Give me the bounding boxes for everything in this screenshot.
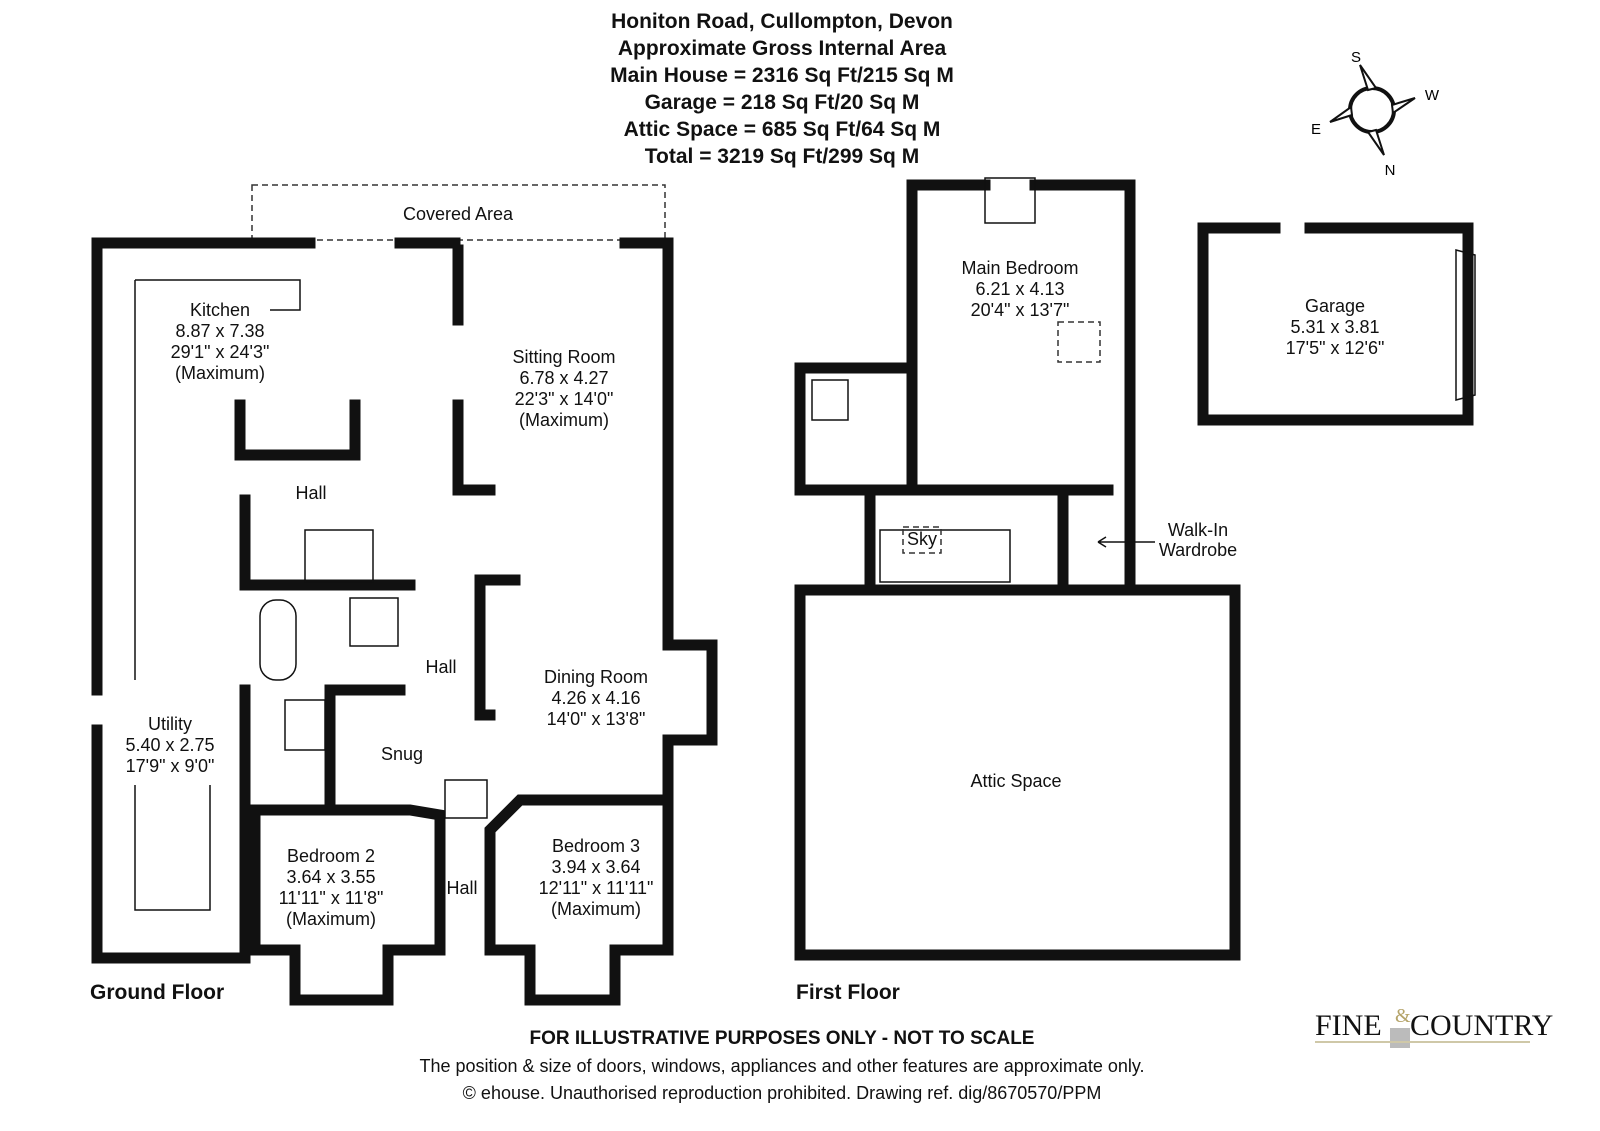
dining-room-metric: 4.26 x 4.16 — [551, 688, 640, 708]
utility-metric: 5.40 x 2.75 — [125, 735, 214, 755]
garage-labels: Garage 5.31 x 3.81 17'5" x 12'6" — [1286, 296, 1385, 358]
garage-walls — [1197, 222, 1476, 426]
compass-e: E — [1311, 121, 1321, 138]
walk-in-label: Walk-In — [1168, 520, 1228, 540]
first-floor-labels: Main Bedroom 6.21 x 4.13 20'4" x 13'7" S… — [796, 258, 1237, 1004]
main-bedroom-name: Main Bedroom — [961, 258, 1078, 278]
kitchen-metric: 8.87 x 7.38 — [175, 321, 264, 341]
column-icon — [1390, 1028, 1410, 1048]
bedroom-2-imperial: 11'11" x 11'8" — [279, 888, 384, 908]
kitchen-imperial: 29'1" x 24'3" — [171, 342, 270, 362]
utility-name: Utility — [148, 714, 192, 734]
first-floor-label: First Floor — [796, 981, 900, 1004]
garage-metric: 5.31 x 3.81 — [1290, 317, 1379, 337]
utility-imperial: 17'9" x 9'0" — [126, 756, 215, 776]
ground-floor-walls — [91, 184, 718, 1006]
ground-floor-label: Ground Floor — [90, 981, 224, 1004]
main-bedroom-imperial: 20'4" x 13'7" — [971, 300, 1070, 320]
hall-label: Hall — [295, 483, 326, 503]
arrow-icon — [1097, 536, 1155, 548]
hall-label: Hall — [425, 657, 456, 677]
bedroom-3-imperial: 12'11" x 11'11" — [539, 878, 654, 898]
sitting-room-name: Sitting Room — [512, 347, 615, 367]
copyright-note: © ehouse. Unauthorised reproduction proh… — [463, 1083, 1102, 1103]
bedroom-2-note: (Maximum) — [286, 909, 376, 929]
address-title: Honiton Road, Cullompton, Devon — [611, 10, 953, 33]
sitting-room-metric: 6.78 x 4.27 — [519, 368, 608, 388]
main-bedroom-metric: 6.21 x 4.13 — [975, 279, 1064, 299]
garage-imperial: 17'5" x 12'6" — [1286, 338, 1385, 358]
kitchen-name: Kitchen — [190, 300, 250, 320]
plan-header: Honiton Road, Cullompton, Devon Approxim… — [610, 10, 954, 168]
bedroom-3-note: (Maximum) — [551, 899, 641, 919]
plan-footer: FOR ILLUSTRATIVE PURPOSES ONLY - NOT TO … — [419, 1028, 1144, 1103]
dining-room-imperial: 14'0" x 13'8" — [547, 709, 646, 729]
bedroom-2-name: Bedroom 2 — [287, 846, 375, 866]
compass-s: S — [1351, 49, 1361, 66]
kitchen-note: (Maximum) — [175, 363, 265, 383]
total-area: Total = 3219 Sq Ft/299 Sq M — [645, 145, 919, 168]
bedroom-2-metric: 3.64 x 3.55 — [286, 867, 375, 887]
garage-name: Garage — [1305, 296, 1365, 316]
fine-country-logo: FINE & COUNTRY — [1315, 1005, 1553, 1048]
attic-area: Attic Space = 685 Sq Ft/64 Sq M — [624, 118, 941, 141]
area-subtitle: Approximate Gross Internal Area — [618, 37, 947, 60]
bedroom-3-name: Bedroom 3 — [552, 836, 640, 856]
sitting-room-imperial: 22'3" x 14'0" — [515, 389, 614, 409]
compass-n: N — [1385, 162, 1396, 179]
compass-w: W — [1425, 87, 1440, 104]
dining-room-name: Dining Room — [544, 667, 648, 687]
disclaimer: FOR ILLUSTRATIVE PURPOSES ONLY - NOT TO … — [530, 1028, 1035, 1049]
attic-space-label: Attic Space — [970, 771, 1061, 791]
ground-floor-labels: Covered Area Kitchen 8.87 x 7.38 29'1" x… — [90, 204, 653, 1004]
sitting-room-note: (Maximum) — [519, 410, 609, 430]
main-house-area: Main House = 2316 Sq Ft/215 Sq M — [610, 64, 954, 87]
snug-label: Snug — [381, 744, 423, 764]
compass-icon: S W E N — [1311, 49, 1440, 179]
bedroom-3-metric: 3.94 x 3.64 — [551, 857, 640, 877]
garage-area: Garage = 218 Sq Ft/20 Sq M — [645, 91, 920, 114]
logo-amp: & — [1395, 1005, 1411, 1027]
wardrobe-label: Wardrobe — [1159, 540, 1237, 560]
hall-label: Hall — [446, 878, 477, 898]
first-floor-walls — [794, 177, 1241, 961]
approximation-note: The position & size of doors, windows, a… — [419, 1056, 1144, 1076]
skylight-label: Sky — [907, 529, 937, 549]
logo-fine: FINE — [1315, 1009, 1382, 1042]
logo-country: COUNTRY — [1410, 1009, 1553, 1042]
covered-area-label: Covered Area — [403, 204, 514, 224]
